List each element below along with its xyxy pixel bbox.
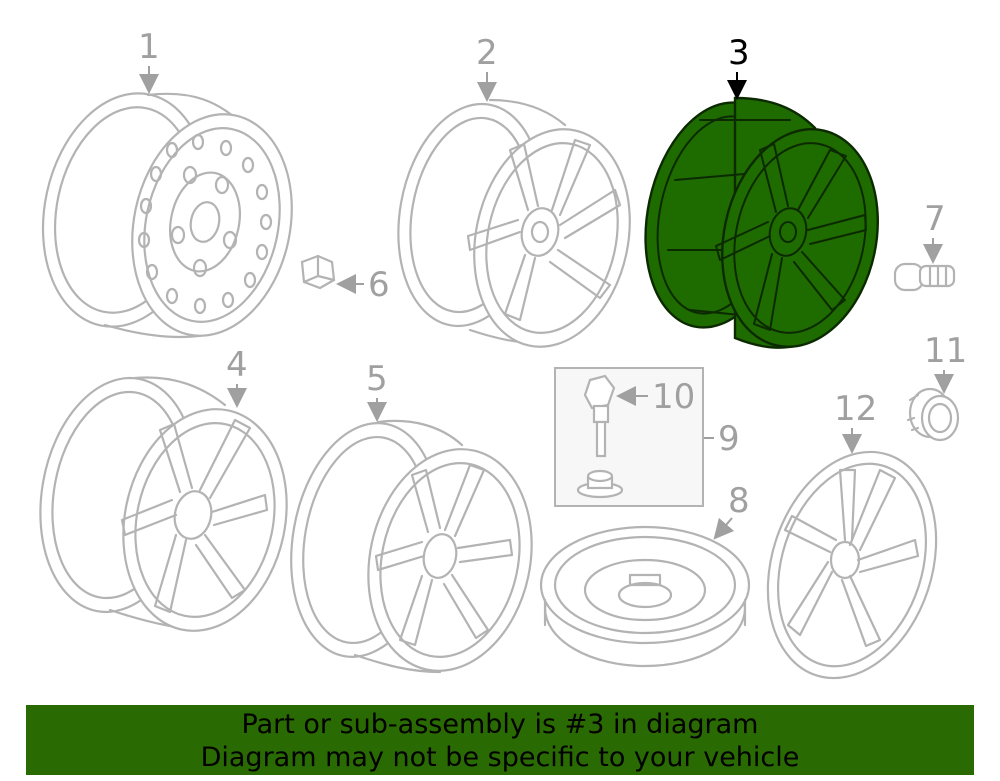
callout-11: 11 (924, 331, 967, 371)
callout-3: 3 (728, 33, 750, 73)
callout-1: 1 (138, 27, 160, 67)
banner-line-1: Part or sub-assembly is #3 in diagram (241, 709, 759, 740)
part-7-valve-stem[interactable] (893, 262, 956, 292)
callout-6: 6 (368, 265, 390, 305)
part-11-center-cap[interactable] (906, 387, 960, 442)
callout-8: 8 (728, 481, 750, 521)
part-8-spare-wheel[interactable] (539, 525, 751, 668)
part-3-alloy-wheel-highlighted[interactable] (626, 89, 897, 361)
callout-2: 2 (476, 33, 498, 73)
callout-9: 9 (718, 419, 740, 459)
part-4-alloy-wheel[interactable] (23, 366, 307, 647)
part-10-tpms-sensor[interactable] (583, 374, 616, 458)
callout-10: 10 (652, 377, 695, 417)
callout-5: 5 (366, 359, 388, 399)
callout-7: 7 (924, 199, 946, 239)
part-12-wheel-cover[interactable] (740, 430, 964, 700)
callout-8-arrow (713, 517, 735, 540)
part-6-lug-nut[interactable] (300, 254, 336, 290)
part-2-alloy-wheel[interactable] (382, 93, 650, 362)
part-5-alloy-wheel[interactable] (274, 411, 552, 686)
part-1-steel-wheel[interactable] (22, 78, 311, 351)
callout-12: 12 (834, 389, 877, 429)
info-banner: Part or sub-assembly is #3 in diagram Di… (26, 705, 974, 775)
parts-diagram: 1 2 3 4 5 6 7 8 9 10 11 12 (22, 27, 967, 700)
callout-4: 4 (226, 345, 248, 385)
banner-line-2: Diagram may not be specific to your vehi… (200, 742, 800, 773)
